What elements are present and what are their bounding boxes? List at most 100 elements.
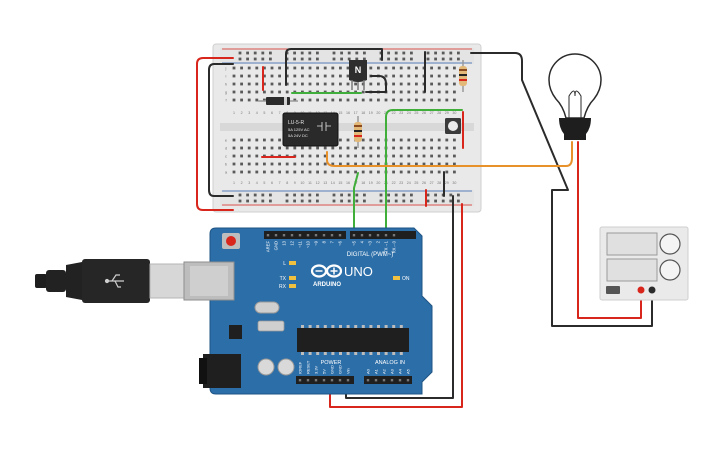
diode[interactable] (258, 97, 298, 105)
breadboard-hole (354, 98, 357, 102)
push-button[interactable] (445, 118, 461, 134)
breadboard-hole (392, 66, 395, 70)
header-pin[interactable] (306, 234, 310, 237)
column-number: 20 (376, 111, 380, 115)
column-number: 14 (331, 181, 335, 185)
breadboard-hole (402, 51, 406, 55)
breadboard-hole (346, 138, 350, 142)
breadboard-hole (434, 193, 437, 197)
breadboard-hole (437, 98, 441, 102)
header-pin[interactable] (306, 379, 310, 382)
header-pin[interactable] (366, 379, 370, 382)
row-letter: d (225, 146, 227, 151)
header-pin[interactable] (298, 379, 302, 382)
header-pin[interactable] (346, 379, 350, 382)
breadboard-hole (430, 90, 433, 94)
led-on (393, 276, 400, 280)
header-pin[interactable] (322, 234, 326, 237)
header-pin[interactable] (406, 379, 410, 382)
header-pin[interactable] (330, 234, 334, 237)
arduino-power-jack (203, 354, 241, 388)
chip-pin (339, 325, 342, 328)
chip-pin (399, 325, 403, 328)
breadboard-hole (255, 66, 259, 70)
breadboard-hole (240, 66, 243, 70)
breadboard-hole (247, 90, 251, 94)
digital-pin-label: ~5 (352, 240, 357, 245)
header-pin[interactable] (290, 234, 294, 237)
header-pin[interactable] (374, 379, 378, 382)
power-pin-label: IOREF (298, 361, 303, 374)
breadboard-hole (453, 90, 456, 94)
breadboard-hole (339, 98, 342, 102)
light-bulb[interactable] (548, 53, 602, 140)
relay[interactable]: LU-5-R 5A 125V AC 5A 24V DC (282, 112, 339, 147)
breadboard-hole (270, 162, 274, 166)
chip-pin (301, 325, 304, 328)
chip-pin (369, 325, 373, 328)
header-pin[interactable] (322, 379, 326, 382)
header-pin[interactable] (282, 234, 286, 237)
header-pin[interactable] (314, 234, 318, 237)
breadboard-hole (407, 138, 411, 142)
breadboard-hole (457, 193, 460, 197)
breadboard-hole (434, 51, 437, 55)
npn-transistor[interactable]: N (349, 60, 367, 90)
breadboard-hole (407, 98, 411, 102)
header-pin[interactable] (398, 379, 402, 382)
breadboard-hole (426, 193, 430, 197)
power-supply-terminal-negative[interactable] (648, 286, 656, 294)
breadboard-hole (377, 138, 380, 142)
breadboard-hole (331, 98, 335, 102)
header-pin[interactable] (382, 379, 386, 382)
header-pin[interactable] (298, 234, 302, 237)
breadboard-hole (361, 98, 365, 102)
column-number: 18 (361, 181, 365, 185)
header-pin[interactable] (376, 234, 380, 237)
chip-pin (308, 352, 312, 355)
header-pin[interactable] (266, 234, 270, 237)
header-pin[interactable] (314, 379, 318, 382)
breadboard-hole (232, 82, 236, 86)
usb-cable (35, 259, 185, 303)
breadboard-hole (240, 154, 243, 158)
resistor-middle[interactable] (354, 116, 362, 148)
power-supply-knob-voltage[interactable] (659, 233, 681, 255)
breadboard-hole (247, 154, 251, 158)
chip-pin (308, 325, 312, 328)
breadboard-hole (301, 74, 304, 78)
header-pin[interactable] (368, 234, 372, 237)
breadboard-hole (301, 82, 304, 86)
breadboard-hole (457, 57, 460, 61)
breadboard-hole (415, 74, 418, 78)
header-pin[interactable] (338, 379, 342, 382)
header-pin[interactable] (274, 234, 278, 237)
power-supply-terminal-positive[interactable] (637, 286, 645, 294)
power-supply[interactable] (599, 226, 689, 301)
power-pin-label: 5V (322, 369, 327, 374)
breadboard-hole (361, 154, 365, 158)
header-pin[interactable] (390, 379, 394, 382)
breadboard-hole (308, 82, 312, 86)
mcu-chip-pins (301, 325, 403, 355)
header-pin[interactable] (330, 379, 334, 382)
power-supply-switch[interactable] (606, 286, 620, 294)
breadboard-hole (300, 193, 304, 197)
breadboard-hole (437, 162, 441, 166)
column-number: 8 (286, 181, 288, 185)
breadboard-hole (361, 90, 365, 94)
breadboard-hole (422, 146, 426, 150)
header-pin[interactable] (338, 234, 342, 237)
chip-pin (301, 352, 304, 355)
breadboard-hole (308, 51, 312, 55)
header-pin[interactable] (352, 234, 356, 237)
breadboard-hole (422, 98, 426, 102)
header-pin[interactable] (360, 234, 364, 237)
breadboard-hole (399, 138, 403, 142)
header-pin[interactable] (392, 234, 396, 237)
power-supply-knob-current[interactable] (659, 259, 681, 281)
header-pin[interactable] (384, 234, 388, 237)
resistor-top[interactable] (459, 60, 467, 92)
